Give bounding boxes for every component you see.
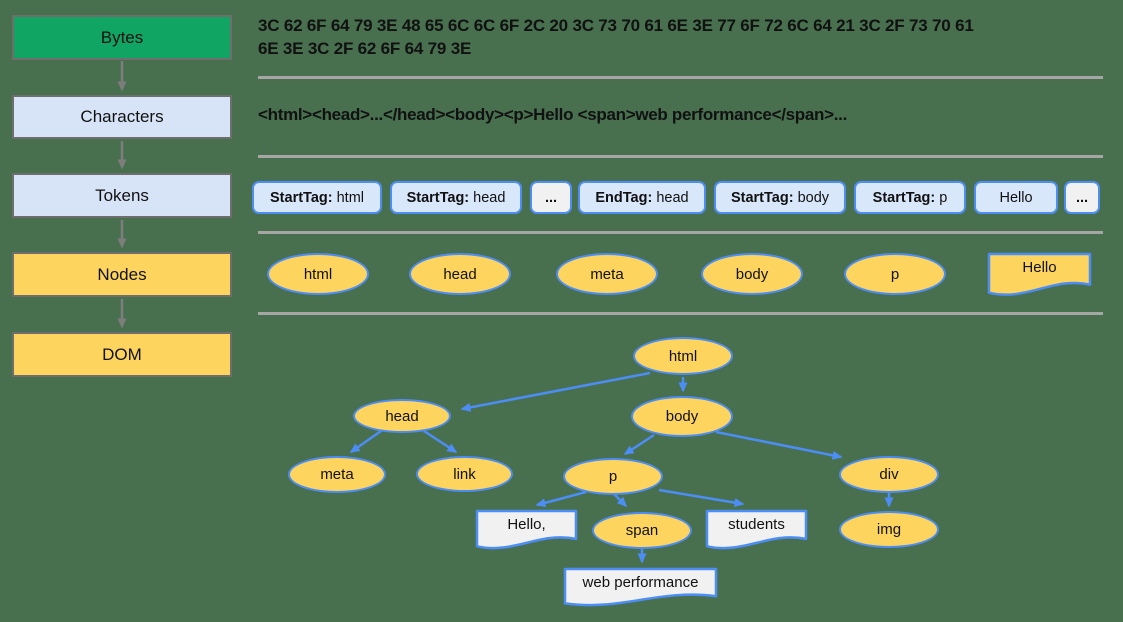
stage-bytes: Bytes [12,15,232,60]
edge-body-p [623,433,655,456]
token-starttag-p: StartTag: p [854,181,966,214]
stage-nodes: Nodes [12,252,232,297]
bytes-hex-line2: 6E 3E 3C 2F 62 6F 64 79 3E [258,39,472,58]
token-starttag-head: StartTag: head [390,181,522,214]
tree-node-students-text: students [705,509,808,553]
token-starttag-html: StartTag: html [252,181,382,214]
node-body: body [701,253,803,295]
stage-dom: DOM [12,332,232,377]
tree-node-meta: meta [288,456,386,493]
tree-node-img: img [839,511,939,548]
token-label: ... [544,189,558,206]
token-endtag-head: EndTag: head [578,181,706,214]
edge-body-div [715,430,843,460]
tree-node-label: body [665,408,699,425]
token-value: html [332,189,364,206]
token-value: p [935,189,948,206]
divider-3 [258,231,1103,234]
token-value: body [793,189,830,206]
document-shape [563,567,718,607]
token-label: StartTag: [730,189,794,206]
tree-node-label: head [385,407,419,425]
tree-node-webperf-text: web performance [563,567,718,610]
document-shape [705,509,808,550]
tree-node-body: body [631,396,733,437]
token-value: Hello [999,189,1033,206]
bytes-hex-line1: 3C 62 6F 64 79 3E 48 65 6C 6C 6F 2C 20 3… [258,16,974,35]
edge-head-link [423,429,458,454]
token-label: EndTag: [595,189,653,206]
node-p: p [844,253,946,295]
node-html: html [267,253,369,295]
stage-nodes-label: Nodes [97,264,147,284]
token-ellipsis-2: ... [1064,181,1100,214]
tree-node-label: span [625,522,659,539]
token-label: StartTag: [270,189,333,206]
tree-node-label: Hello, [507,516,546,533]
edge-html-head [460,371,651,412]
token-label: StartTag: [872,189,936,206]
tree-node-label: link [453,465,476,483]
document-shape [475,509,578,550]
tree-node-html: html [633,337,733,375]
token-ellipsis-1: ... [530,181,572,214]
tree-node-label: web performance [582,574,699,591]
tree-node-div: div [839,456,939,493]
node-meta: meta [556,253,658,295]
edge-p-students [658,488,745,508]
stage-characters-label: Characters [80,107,164,126]
edge-p-hello [535,490,587,508]
node-head: head [409,253,511,295]
tree-node-label: html [668,347,698,365]
stage-dom-label: DOM [102,344,142,364]
node-label: meta [590,265,624,283]
tree-node-label: meta [320,466,354,483]
tree-node-label: p [608,468,618,485]
node-label: head [443,265,477,283]
token-text-hello: Hello [974,181,1058,214]
node-hello-text: Hello [987,252,1092,300]
tree-node-head: head [353,399,451,433]
node-label: Hello [1022,259,1057,276]
stage-bytes-label: Bytes [100,27,144,47]
token-label: ... [1075,189,1089,206]
tree-node-hello-text: Hello, [475,509,578,553]
stage-tokens-label: Tokens [95,185,149,205]
tree-node-label: img [876,521,902,538]
characters-text: <html><head>...</head><body><p>Hello <sp… [258,105,848,124]
token-value: head [652,189,689,206]
divider-4 [258,312,1103,315]
tree-node-span: span [592,512,692,549]
token-starttag-body: StartTag: body [714,181,846,214]
tree-node-label: students [728,516,785,533]
stage-tokens: Tokens [12,173,232,218]
tree-node-label: div [879,466,899,483]
divider-1 [258,76,1103,79]
node-label: html [303,265,333,283]
token-label: StartTag: [406,189,470,206]
divider-2 [258,155,1103,158]
tree-node-link: link [416,456,513,492]
tree-node-p: p [563,458,663,495]
document-shape [987,252,1092,296]
edge-head-meta [349,429,382,454]
token-value: head [469,189,506,206]
node-label: body [735,265,769,283]
stage-characters: Characters [12,95,232,139]
edge-p-span [613,493,628,508]
node-label: p [890,265,900,283]
